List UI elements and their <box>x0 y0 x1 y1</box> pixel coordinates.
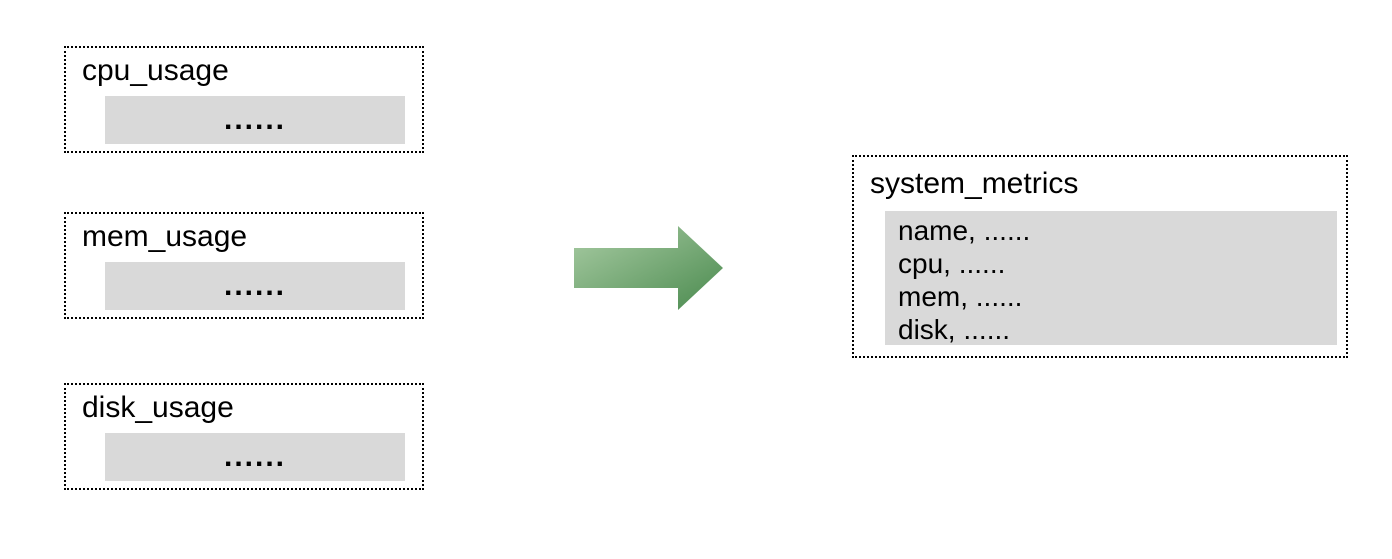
table-title: cpu_usage <box>82 54 229 87</box>
flow-arrow-icon <box>574 226 724 311</box>
table-row: name, ...... <box>898 215 1031 246</box>
table-row: cpu, ...... <box>898 248 1006 279</box>
source-table-disk-usage: disk_usage ...... <box>64 383 424 490</box>
table-row: disk, ...... <box>898 314 1011 345</box>
source-table-mem-usage: mem_usage ...... <box>64 212 424 319</box>
table-body-placeholder: ...... <box>105 262 405 310</box>
table-row: mem, ...... <box>898 281 1023 312</box>
source-table-cpu-usage: cpu_usage ...... <box>64 46 424 153</box>
table-body-placeholder: ...... <box>105 96 405 144</box>
table-body: name, ...... cpu, ...... mem, ...... dis… <box>885 211 1337 345</box>
table-title: mem_usage <box>82 220 248 253</box>
table-title: disk_usage <box>82 391 234 424</box>
table-title: system_metrics <box>870 167 1079 200</box>
target-table-system-metrics: system_metrics name, ...... cpu, ...... … <box>852 155 1348 358</box>
table-body-placeholder: ...... <box>105 433 405 481</box>
